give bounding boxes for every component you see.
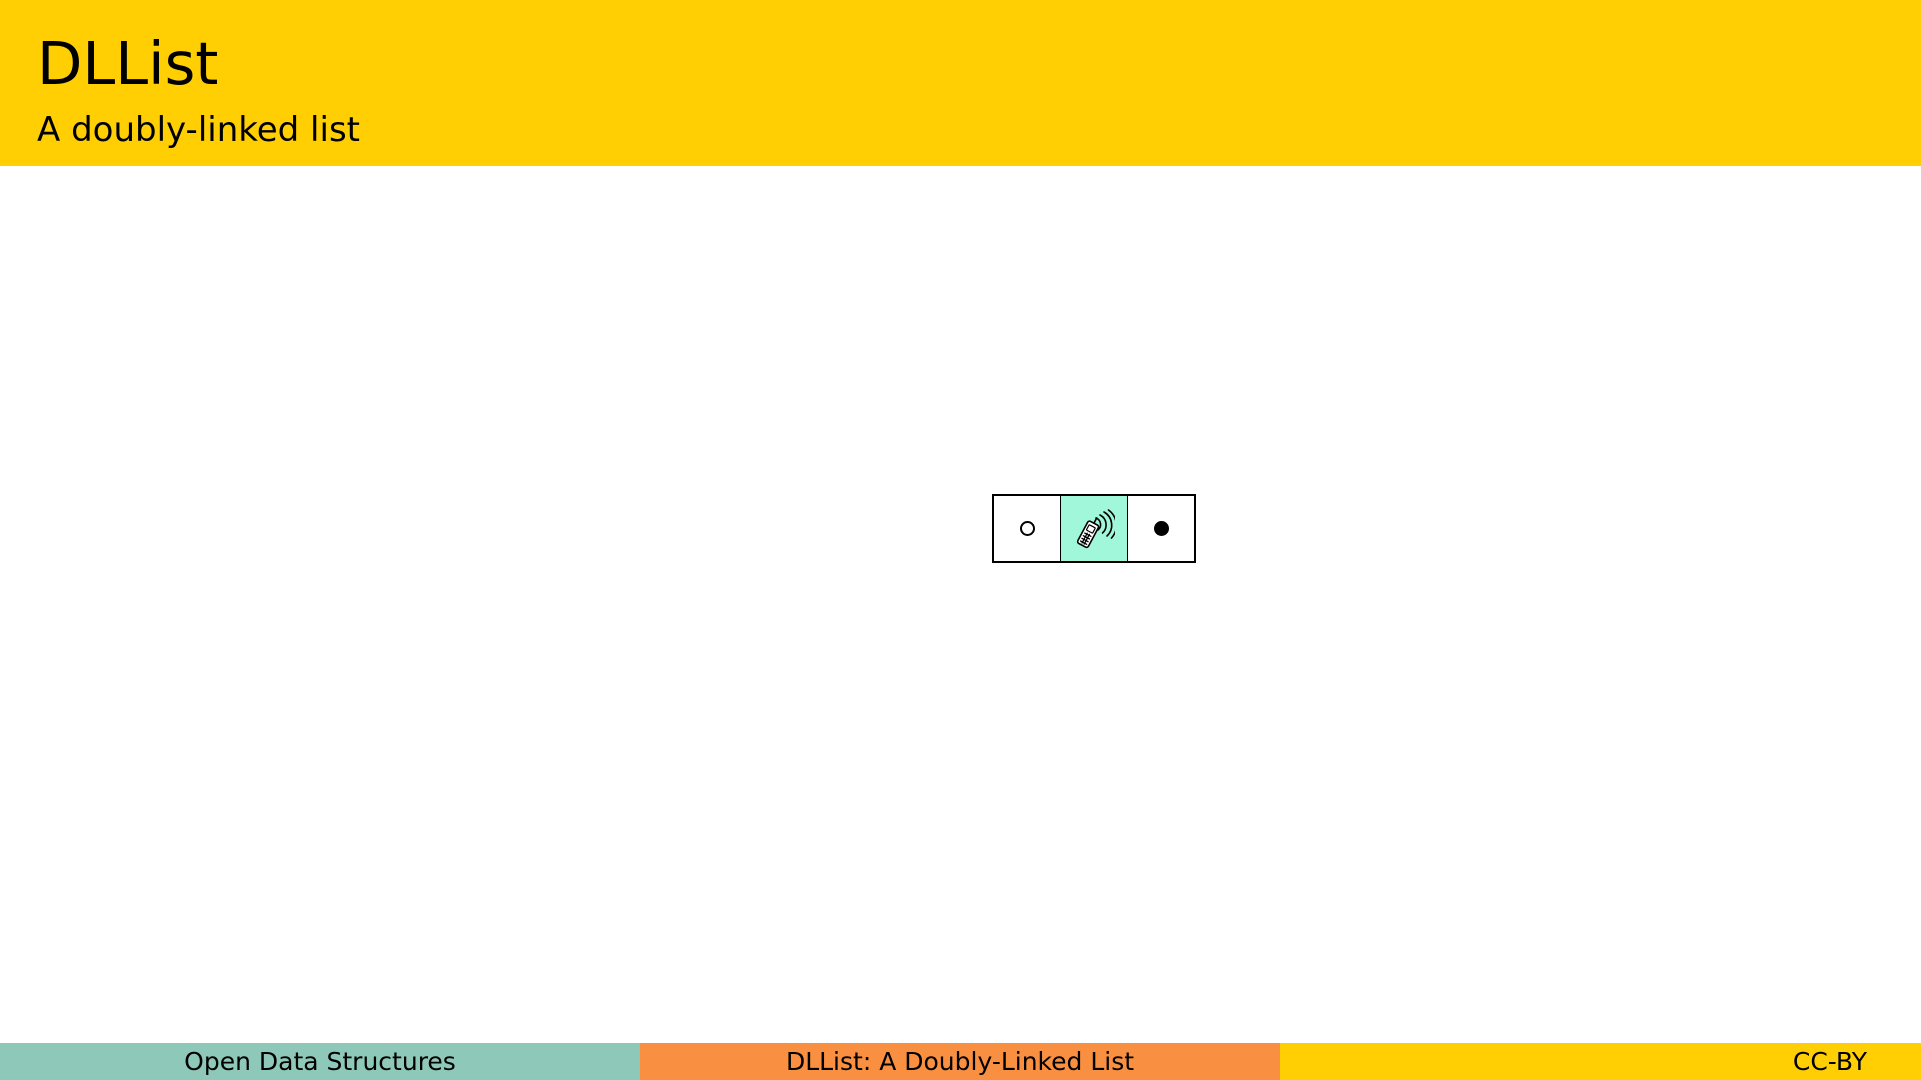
mobile-phone-icon (1076, 508, 1115, 548)
footer-center-section: DLList: A Doubly-Linked List (640, 1043, 1280, 1080)
slide-footer: Open Data Structures DLList: A Doubly-Li… (0, 1043, 1921, 1080)
slide-title: DLList (37, 29, 219, 98)
set-pointer-icon (1153, 521, 1169, 536)
next-pointer-cell (1127, 496, 1194, 561)
list-node (992, 494, 1196, 563)
footer-right-section: CC-BY (1280, 1043, 1921, 1080)
null-pointer-icon (1019, 521, 1035, 536)
slide-header: DLList A doubly-linked list (0, 0, 1921, 166)
footer-left-section: Open Data Structures (0, 1043, 640, 1080)
footer-license: CC-BY (1792, 1047, 1867, 1076)
footer-course-title: Open Data Structures (184, 1047, 456, 1076)
footer-slide-topic: DLList: A Doubly-Linked List (785, 1047, 1135, 1076)
slide-subtitle: A doubly-linked list (37, 110, 360, 150)
data-cell (1060, 496, 1127, 561)
prev-pointer-cell (994, 496, 1060, 561)
